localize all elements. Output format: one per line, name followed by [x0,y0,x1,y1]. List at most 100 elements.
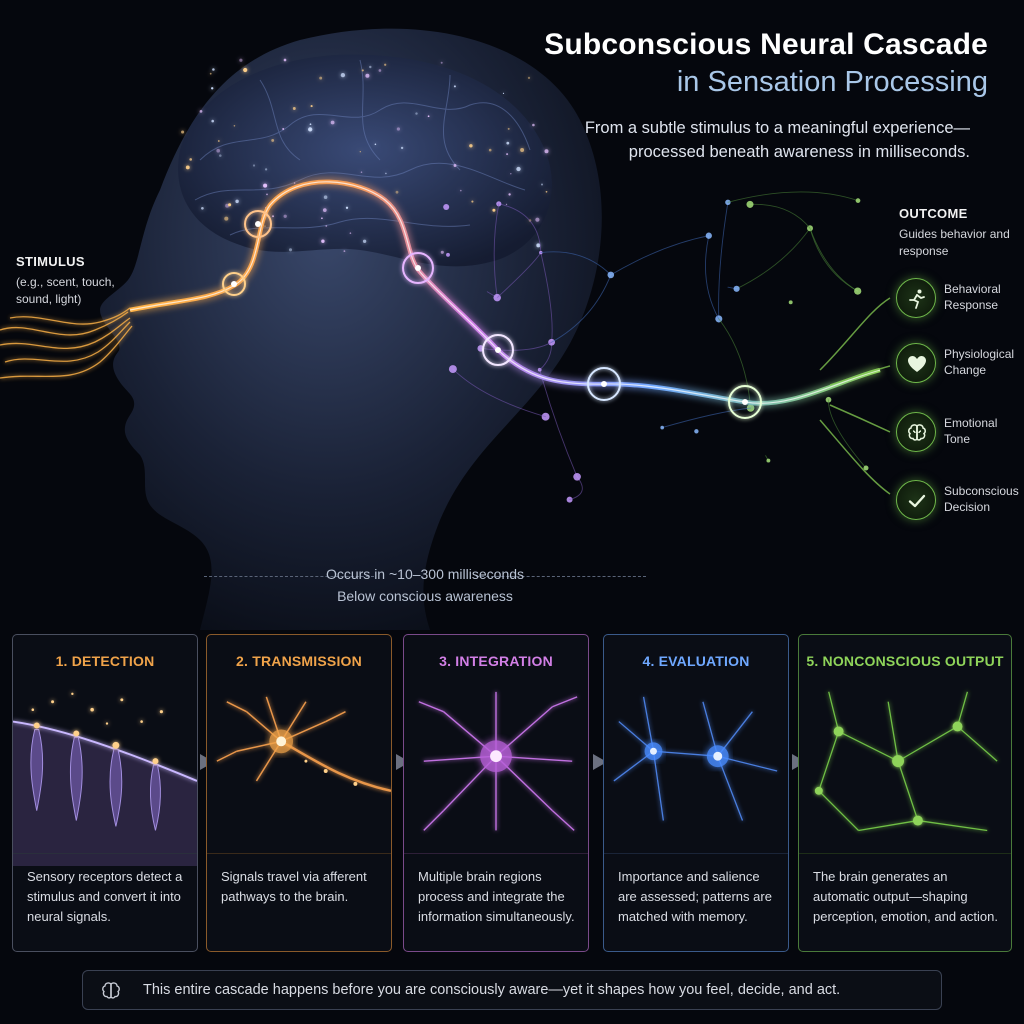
brain-star [384,63,387,66]
step-title: 1. DETECTION [55,653,155,669]
brain-star [488,148,492,152]
step-title: 5. NONCONSCIOUS OUTPUT [806,653,1004,669]
brain-star [271,138,275,142]
brain-star [360,171,363,173]
network-link [498,203,542,254]
brain-star [330,120,335,125]
brain-star [427,115,430,118]
network-link [539,369,578,478]
brain-star [211,87,214,90]
brain-star [181,130,185,134]
network-link [496,252,542,299]
brain-star [322,208,327,212]
running-person-icon [896,278,936,318]
outcome-item-label: Subconscious Decision [944,484,1019,514]
timing-awareness: Below conscious awareness [337,588,513,604]
neuron-transmission-illustration [216,696,391,793]
brain-star [506,153,509,156]
brain-star [216,148,221,153]
brain-star [378,69,382,72]
brain-star [239,58,243,62]
brain-star [201,206,204,210]
stimulus-label: STIMULUS [16,254,85,269]
brain-star [532,123,535,127]
brain-star [545,190,548,193]
brain-star [310,105,313,108]
brain-star [359,151,361,153]
network-link [540,252,553,343]
brain-star [325,225,328,227]
brain-star [508,193,511,196]
brain-star [288,248,293,252]
brain-star [535,217,540,222]
stimulus-description: (e.g., scent, touch, sound, light) [16,275,115,306]
brain-star [189,158,193,161]
brain-star [536,243,541,248]
network-node [863,465,869,471]
step-description: The brain generates an automatic output—… [813,869,999,924]
outcome-item-label: Physiological Change [944,347,1015,377]
network-link [749,203,811,229]
brain-star [374,143,377,146]
brain-star [469,144,473,148]
step-description: Signals travel via afferent pathways to … [221,869,367,904]
brain-star [321,239,325,243]
network-link [480,341,553,351]
node-6 [728,385,762,419]
node-4 [482,334,514,366]
brain-star [492,208,496,212]
step-card-integration: 3. INTEGRATION Multiple brain regions pr… [403,634,589,952]
card-separator [799,853,1011,854]
footer-text: This entire cascade happens before you a… [143,982,841,998]
brain-star [219,154,222,157]
brain-star [211,119,214,123]
timing-dashed-line-left [204,576,374,577]
network-link [727,191,859,203]
network-node [694,429,699,434]
brain-icon [896,412,936,452]
brain-star [502,92,505,94]
brain-star [283,214,287,218]
page-title: Subconscious Neural Cascade [544,28,988,61]
brain-star [282,128,285,130]
card-separator [207,853,391,854]
network-node [705,232,712,239]
outcome-item-physiological-change: Physiological Change [896,343,1024,387]
step-title: 3. INTEGRATION [439,653,553,669]
brain-star [453,164,457,167]
step-card-evaluation: 4. EVALUATION Importance and salience ar… [603,634,789,952]
brain-star [235,199,239,204]
outcome-label: OUTCOME [899,206,968,221]
brain-star [362,239,367,243]
brain-star [361,69,364,72]
brain-star [283,58,287,62]
brain-star [505,203,508,206]
brain-star [343,250,346,253]
brain-star [319,76,323,80]
network-link [493,203,500,299]
network-node [854,287,862,295]
brain-star [396,127,401,131]
page-subtitle: From a subtle stimulus to a meaningful e… [584,119,970,161]
brain-star [266,193,268,196]
brain-star [453,85,456,88]
step-description: Importance and salience are assessed; pa… [618,869,772,924]
brain-star [440,250,444,254]
brain-star [507,127,510,130]
brain-star [209,72,212,75]
node-5 [587,367,621,401]
neuron-evaluation-illustration [613,696,778,821]
network-node [660,425,665,430]
network-node [446,252,450,257]
step-title: 2. TRANSMISSION [236,653,362,669]
footer-note: This entire cascade happens before you a… [82,970,942,1010]
step-description: Multiple brain regions process and integ… [418,869,575,924]
brain-star [323,195,328,199]
brain-star [228,203,232,207]
brain-star [349,232,352,234]
brain-star [544,149,549,154]
brain-star [271,215,275,218]
network-link [828,399,867,469]
brain-star [233,125,236,127]
stimulus-waves [0,307,133,379]
